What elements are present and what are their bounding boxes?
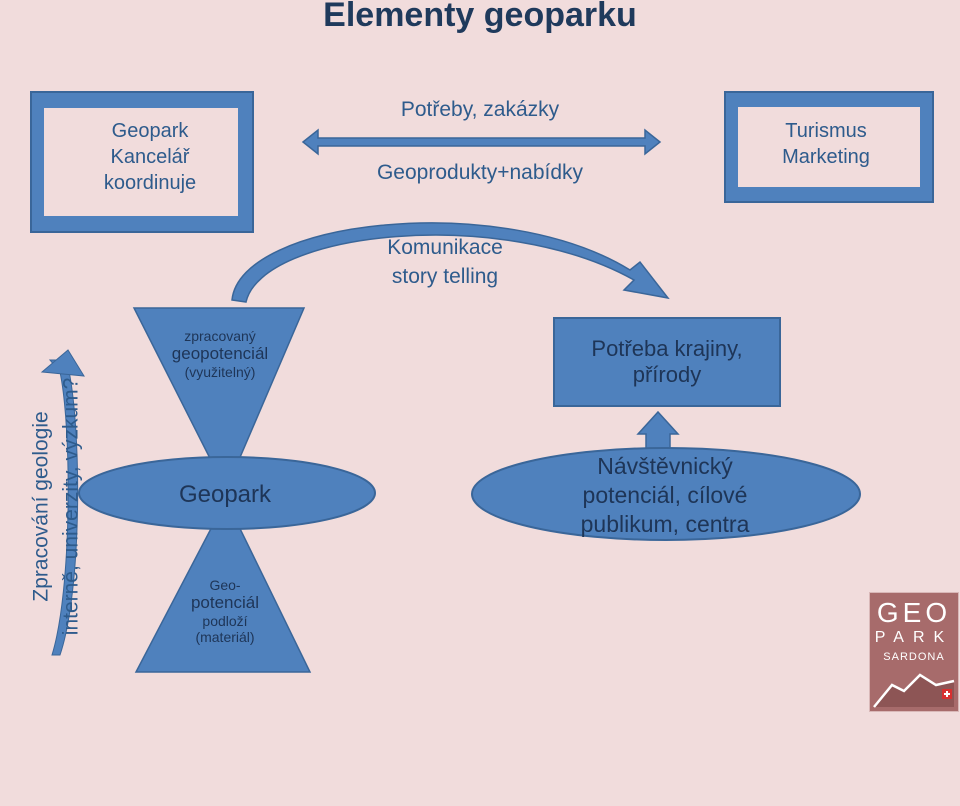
diagram-canvas — [30, 91, 934, 673]
geoproducts-label: Geoprodukty+nabídky — [376, 161, 584, 184]
geopark-ellipse — [78, 456, 376, 530]
double-arrow — [301, 128, 662, 156]
funnel-bottom-label: Geo- potenciál podloží (materiál) — [190, 577, 260, 645]
left-arrow-head — [40, 349, 85, 377]
landscape-need-label: Potřeba krajiny, přírody — [591, 336, 743, 388]
funnel-top-label: zpracovaný geopotenciál (využitelný) — [171, 328, 269, 380]
communication-label: Komunikace story telling — [387, 236, 503, 289]
visitor-ellipse — [471, 447, 861, 541]
needs-label: Potřeby, zakázky — [400, 98, 560, 121]
tourism-box-inner — [738, 107, 920, 187]
geopark-label: Geopark — [178, 481, 272, 508]
office-label: Geopark Kancelář koordinuje — [103, 120, 197, 194]
communication-arc — [231, 222, 670, 303]
office-box-inner — [44, 108, 238, 216]
tourism-label: Turismus Marketing — [782, 120, 870, 168]
geopark-sardona-logo: GEO PARK SARDONA — [869, 592, 959, 712]
mountain-icon — [873, 673, 955, 708]
landscape-need-box — [553, 317, 781, 407]
page-title: Elementy geoparku — [323, 0, 637, 34]
funnel-top — [132, 307, 306, 492]
side-label: Zpracování geologie interně, univerzity,… — [29, 377, 83, 636]
funnel-bottom — [134, 498, 312, 673]
visitor-potential-label: Návštěvnický potenciál, cílové publikum,… — [580, 453, 750, 537]
left-vertical-arrow — [48, 359, 79, 656]
